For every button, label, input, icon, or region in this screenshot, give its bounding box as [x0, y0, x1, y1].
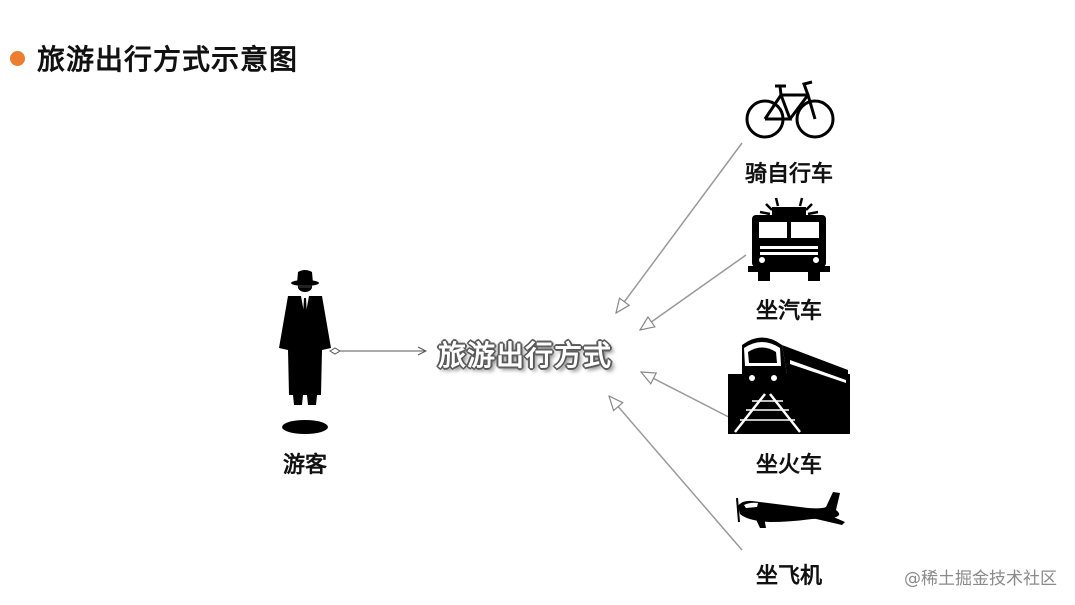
car-to-center-connector [640, 254, 747, 330]
bicycle-icon [745, 80, 835, 139]
watermark: @稀土掘金技术社区 [904, 569, 1057, 589]
page-header: 旅游出行方式示意图 [10, 38, 298, 78]
tourist-label: 游客 [282, 453, 328, 478]
plane-label: 坐飞机 [755, 564, 823, 589]
page-title: 旅游出行方式示意图 [37, 43, 299, 76]
plane-to-center-connector [609, 396, 743, 551]
bicycle-to-center-connector [616, 142, 743, 313]
man-in-suit-icon [279, 270, 331, 434]
bicycle-label: 骑自行车 [744, 162, 834, 187]
car-icon [748, 197, 830, 281]
train-label: 坐火车 [755, 453, 823, 478]
car-label: 坐汽车 [755, 299, 823, 324]
bullet-dot-icon [10, 50, 25, 66]
airplane-icon [736, 492, 845, 528]
train-icon [728, 337, 850, 434]
center-node-label: 旅游出行方式 [438, 339, 613, 372]
